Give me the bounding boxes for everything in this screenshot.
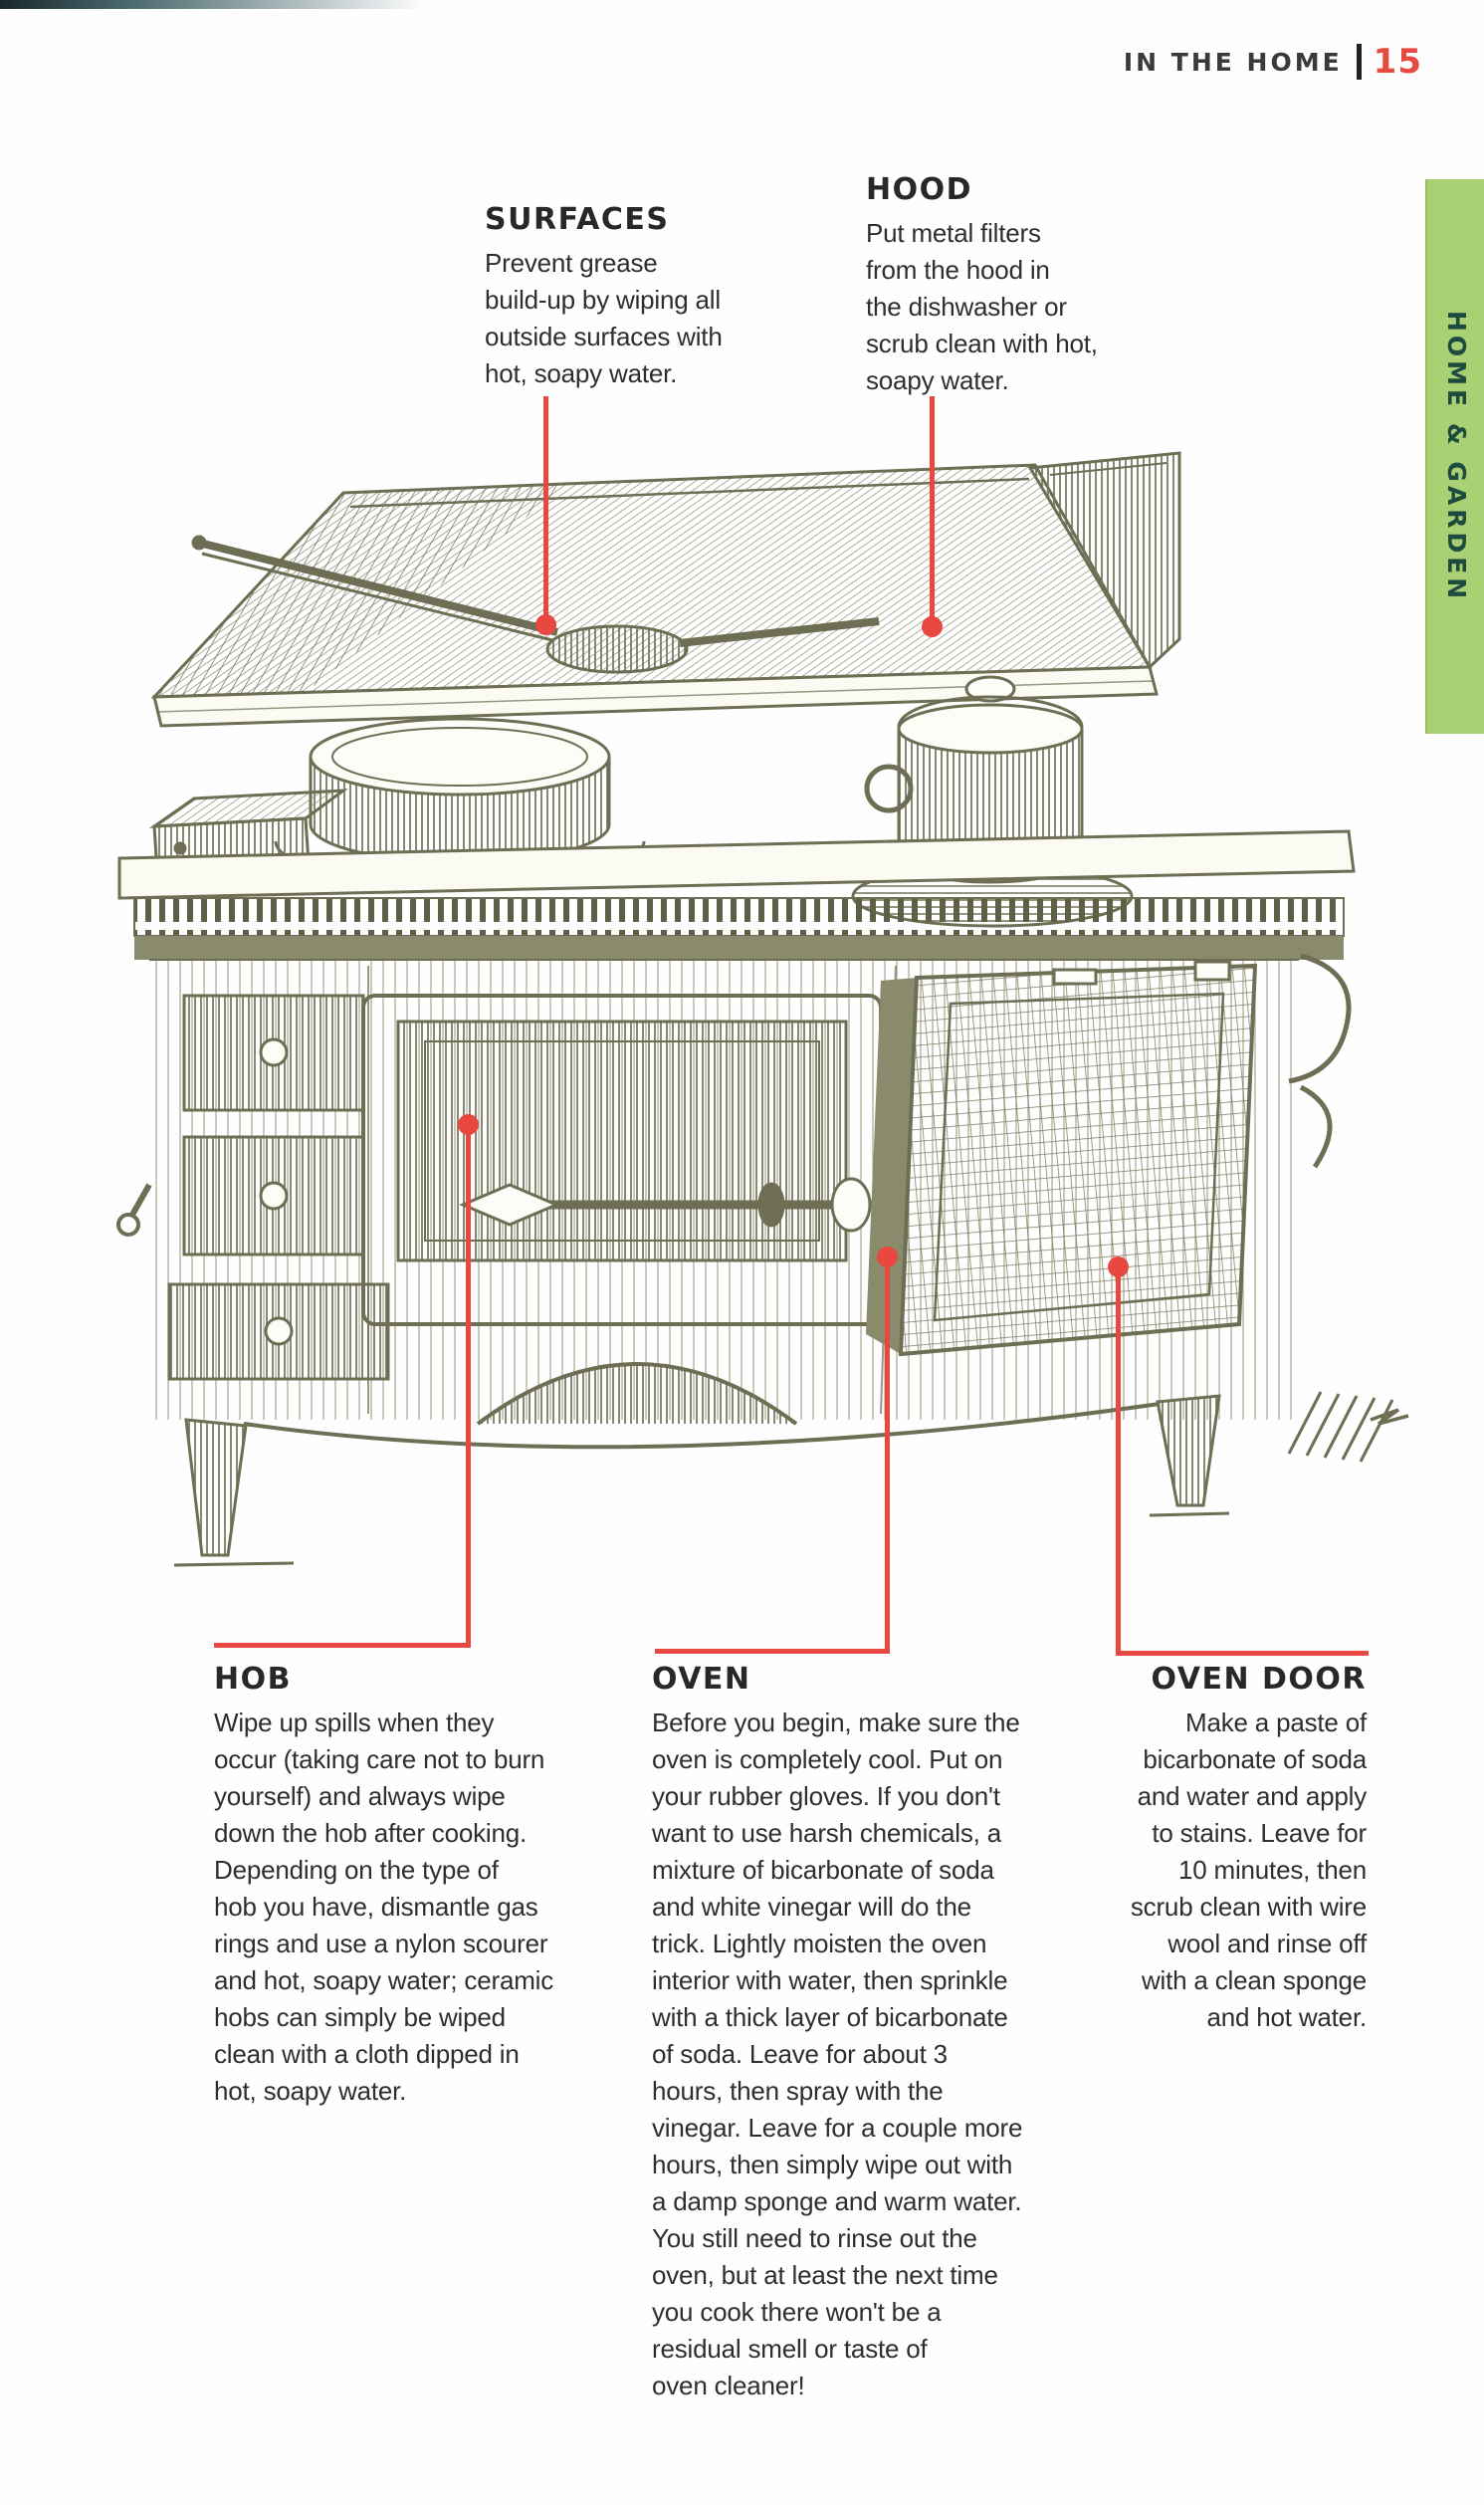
callout-hob-body: Wipe up spills when they occur (taking c…	[214, 1708, 554, 2106]
leader-line-oven-horizontal	[655, 1649, 890, 1654]
leader-line-oven-door-vertical	[1116, 1274, 1121, 1655]
leader-dot-surfaces	[535, 614, 556, 635]
hood-side-panel	[1027, 451, 1181, 670]
page-header: IN THE HOME 15	[1124, 42, 1422, 82]
leader-line-surfaces	[543, 396, 548, 617]
covered-pot	[851, 675, 1134, 928]
page-number: 15	[1373, 42, 1422, 82]
callout-hood: HOOD Put metal filters from the hood in …	[866, 175, 1194, 399]
leader-line-oven-door-horizontal	[1116, 1651, 1369, 1656]
side-bracket	[1288, 953, 1352, 1169]
leader-dot-oven	[877, 1247, 898, 1267]
callout-oven-body: Before you begin, make sure the oven is …	[652, 1708, 1023, 2400]
pot-handle-loop	[864, 764, 914, 813]
callout-oven-door-body: Make a paste of bicarbonate of soda and …	[1130, 1708, 1367, 2032]
callout-hood-title: HOOD	[866, 172, 973, 207]
leader-dot-hob	[458, 1114, 479, 1135]
section-title: IN THE HOME	[1123, 47, 1343, 77]
header-divider	[1356, 44, 1362, 80]
leader-dot-hood	[922, 616, 943, 637]
leader-line-hob-horizontal	[214, 1643, 471, 1648]
callout-surfaces: SURFACES Prevent grease build-up by wipi…	[485, 205, 813, 392]
skillet	[545, 617, 880, 674]
callout-oven-title: OVEN	[652, 1662, 751, 1697]
tap	[116, 1183, 152, 1237]
drawers	[167, 994, 390, 1381]
leader-line-hood	[930, 396, 935, 619]
skillet-handle	[191, 535, 558, 642]
callout-hob: HOB Wipe up spills when they occur (taki…	[214, 1665, 632, 2110]
callout-surfaces-body: Prevent grease build-up by wiping all ou…	[485, 248, 723, 388]
hob-surface	[117, 829, 1356, 960]
callout-oven-door-title: OVEN DOOR	[1151, 1662, 1367, 1697]
fire-door	[361, 994, 883, 1326]
scan-edge-artifact	[0, 0, 448, 9]
ash-arch	[476, 1362, 798, 1426]
leader-dot-oven-door	[1108, 1256, 1129, 1277]
callout-hood-body: Put metal filters from the hood in the d…	[866, 218, 1098, 395]
stove-illustration	[116, 535, 1409, 1567]
callout-surfaces-title: SURFACES	[485, 202, 670, 237]
callout-oven: OVEN Before you begin, make sure the ove…	[652, 1665, 1090, 2404]
chapter-tab-home-garden: HOME & GARDEN	[1425, 179, 1484, 734]
leader-line-oven-vertical	[885, 1264, 890, 1653]
dentil-band	[133, 897, 1345, 937]
chapter-tab-label: HOME & GARDEN	[1442, 310, 1471, 603]
leader-line-hob-vertical	[466, 1131, 471, 1647]
callout-hob-title: HOB	[214, 1662, 292, 1697]
oven-door-open	[866, 960, 1258, 1357]
legs	[184, 1394, 1221, 1557]
callout-oven-door: OVEN DOOR Make a paste of bicarbonate of…	[1038, 1665, 1367, 2036]
antique-range	[116, 535, 1409, 1567]
ground-shading	[173, 1391, 1409, 1567]
